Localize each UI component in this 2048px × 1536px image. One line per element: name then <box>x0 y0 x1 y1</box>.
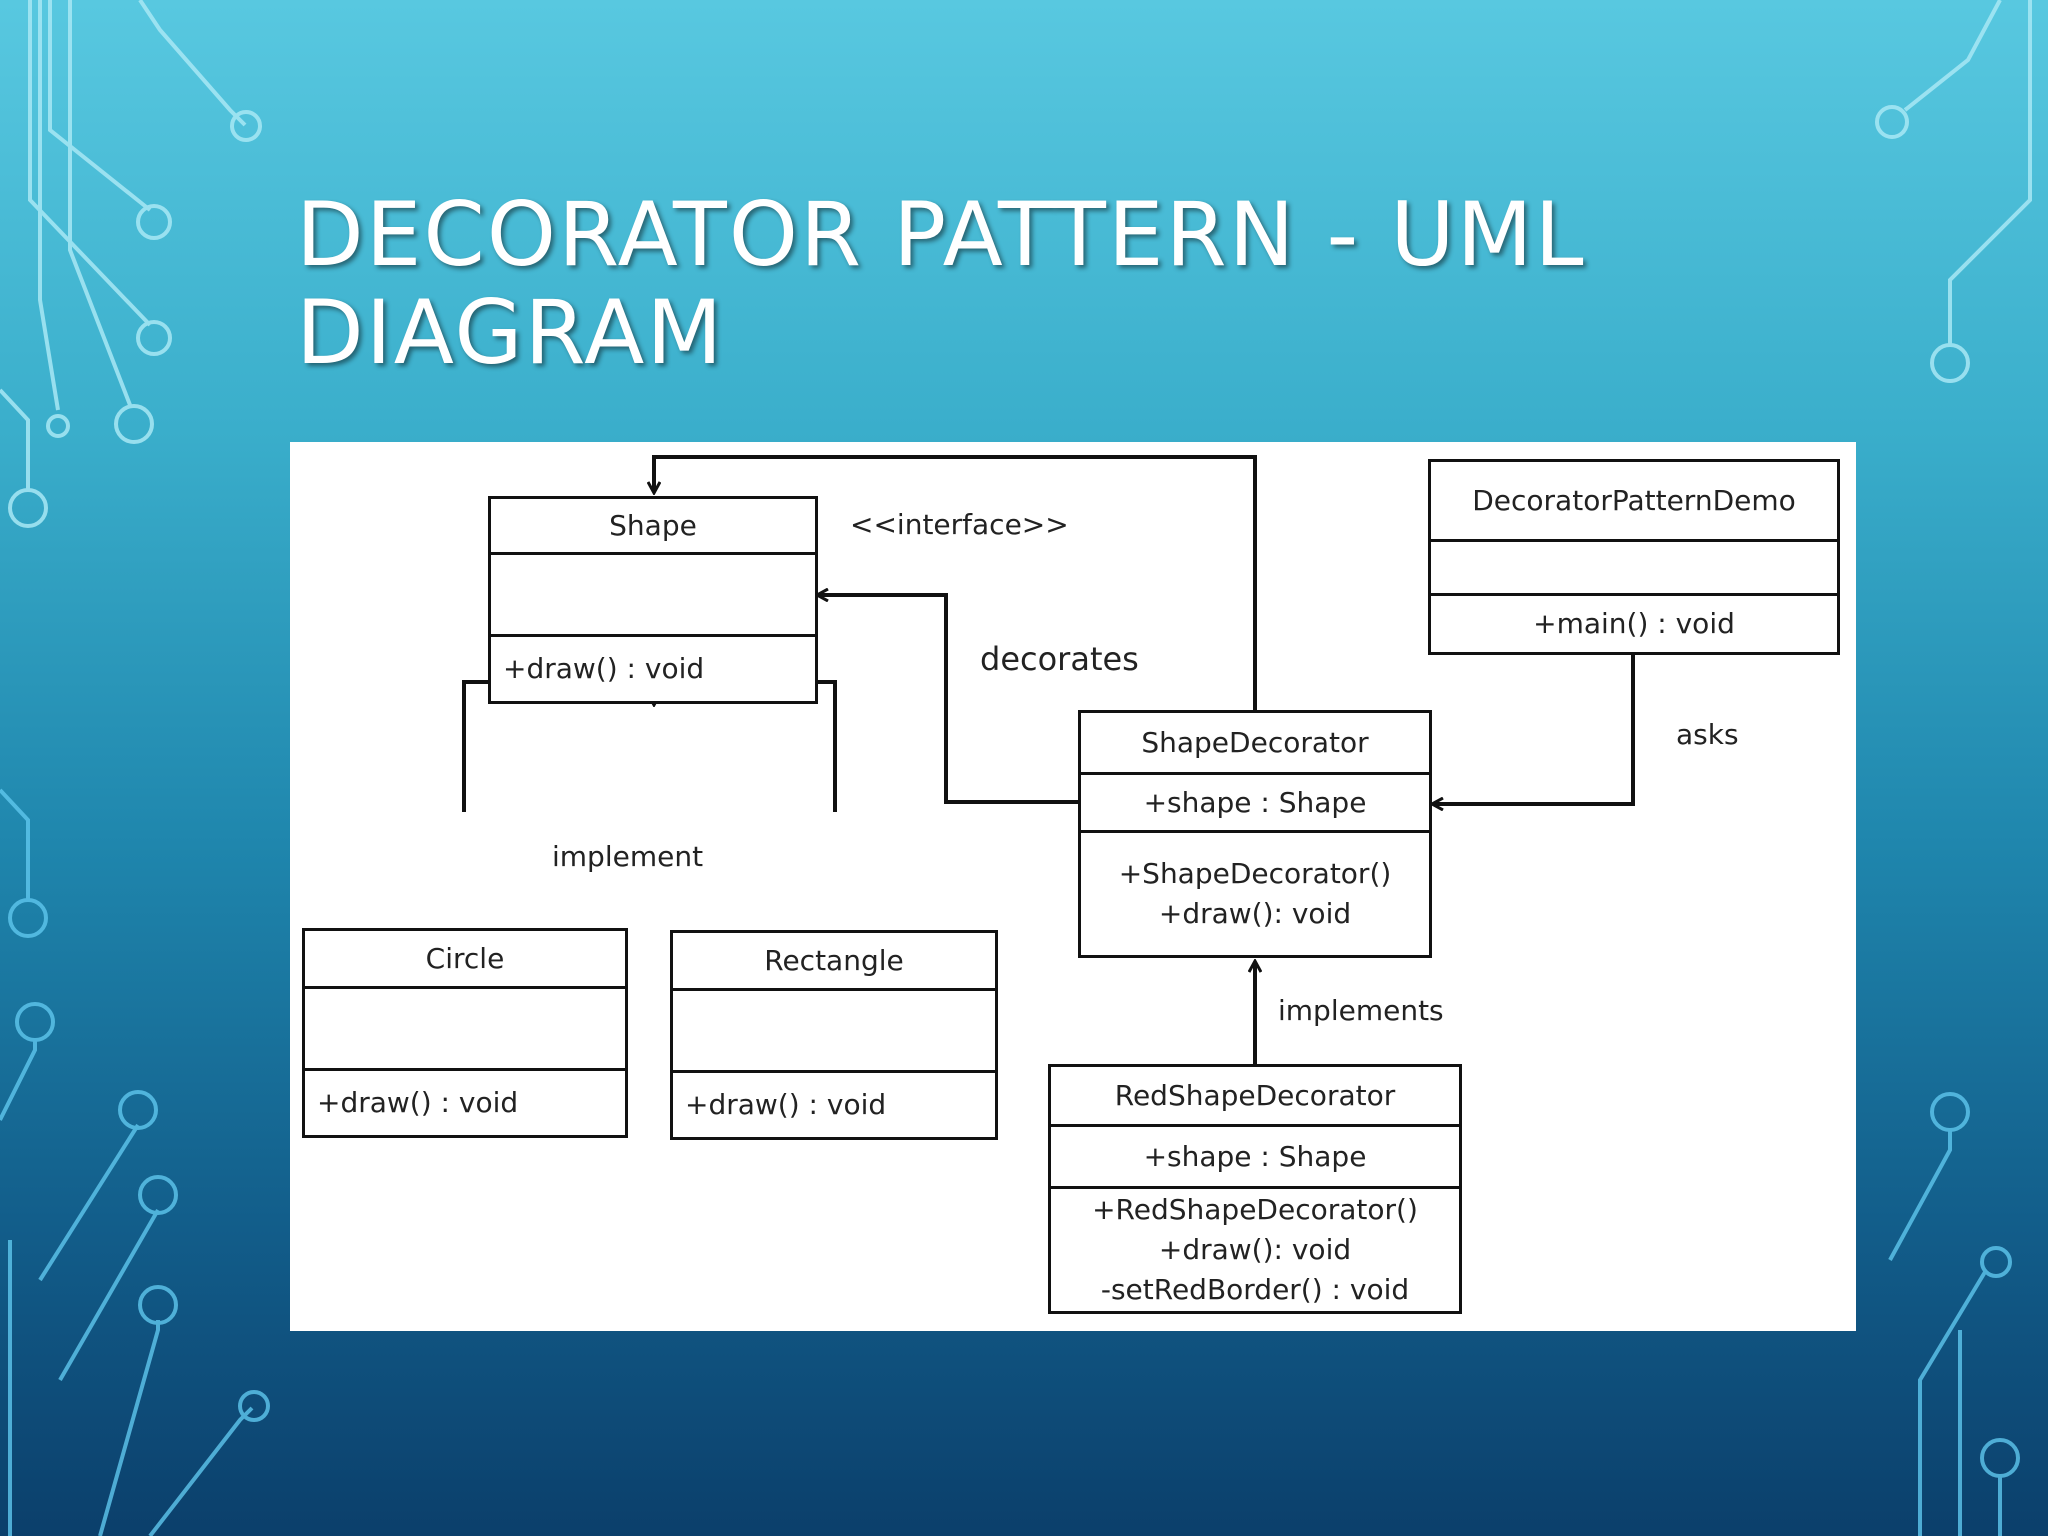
method: +RedShapeDecorator() <box>1092 1193 1418 1226</box>
class-name-section: Circle <box>305 931 625 989</box>
attributes-section <box>1431 542 1837 596</box>
methods-section: +main() : void <box>1431 596 1837 652</box>
methods-section: +ShapeDecorator() +draw(): void <box>1081 833 1429 955</box>
slide-title-line-2: DIAGRAM <box>296 281 725 384</box>
method: -setRedBorder() : void <box>1100 1273 1410 1306</box>
decorates-arrow <box>818 595 1080 804</box>
method: +main() : void <box>1533 607 1735 640</box>
attribute: +shape : Shape <box>1143 1139 1367 1173</box>
slide-title-line-1: DECORATOR PATTERN - UML <box>296 183 1586 286</box>
class-circle: Circle +draw() : void <box>302 928 628 1138</box>
implement-label: implement <box>552 840 704 873</box>
attributes-section <box>305 989 625 1071</box>
decorates-label: decorates <box>980 640 1139 678</box>
method: +draw() : void <box>317 1086 519 1119</box>
implements-label: implements <box>1278 994 1444 1027</box>
class-name: Circle <box>425 941 505 975</box>
methods-section: +draw() : void <box>305 1071 625 1135</box>
asks-label: asks <box>1676 718 1739 751</box>
method: +ShapeDecorator() <box>1118 857 1392 890</box>
class-shape-decorator: ShapeDecorator +shape : Shape +ShapeDeco… <box>1078 710 1432 958</box>
uml-diagram: Shape +draw() : void Circle +draw() : vo… <box>290 442 1856 1331</box>
class-name: RedShapeDecorator <box>1114 1078 1396 1112</box>
attribute: +shape : Shape <box>1143 785 1367 819</box>
class-red-shape-decorator: RedShapeDecorator +shape : Shape +RedSha… <box>1048 1064 1462 1314</box>
aggregation-arrow <box>654 455 1257 710</box>
methods-section: +RedShapeDecorator() +draw(): void -setR… <box>1051 1189 1459 1311</box>
class-shape: Shape +draw() : void <box>488 496 818 704</box>
class-name-section: RedShapeDecorator <box>1051 1067 1459 1127</box>
interface-label: <<interface>> <box>850 508 1069 541</box>
attributes-section <box>491 555 815 637</box>
asks-arrow <box>1433 652 1635 804</box>
class-name: Shape <box>609 508 697 542</box>
attributes-section: +shape : Shape <box>1051 1127 1459 1189</box>
methods-section: +draw() : void <box>491 637 815 701</box>
class-name-section: Rectangle <box>673 933 995 991</box>
method: +draw(): void <box>1158 1233 1352 1266</box>
class-name: ShapeDecorator <box>1141 725 1369 759</box>
slide-title: DECORATOR PATTERN - UML DIAGRAM <box>296 186 1796 382</box>
class-name-section: DecoratorPatternDemo <box>1431 462 1837 542</box>
class-name-section: ShapeDecorator <box>1081 713 1429 775</box>
method: +draw(): void <box>1158 897 1352 930</box>
attributes-section: +shape : Shape <box>1081 775 1429 833</box>
method: +draw() : void <box>503 652 705 685</box>
class-name-section: Shape <box>491 499 815 555</box>
method: +draw() : void <box>685 1088 887 1121</box>
methods-section: +draw() : void <box>673 1073 995 1137</box>
class-name: Rectangle <box>764 943 904 977</box>
class-rectangle: Rectangle +draw() : void <box>670 930 998 1140</box>
class-name: DecoratorPatternDemo <box>1472 483 1796 517</box>
class-decorator-pattern-demo: DecoratorPatternDemo +main() : void <box>1428 459 1840 655</box>
attributes-section <box>673 991 995 1073</box>
